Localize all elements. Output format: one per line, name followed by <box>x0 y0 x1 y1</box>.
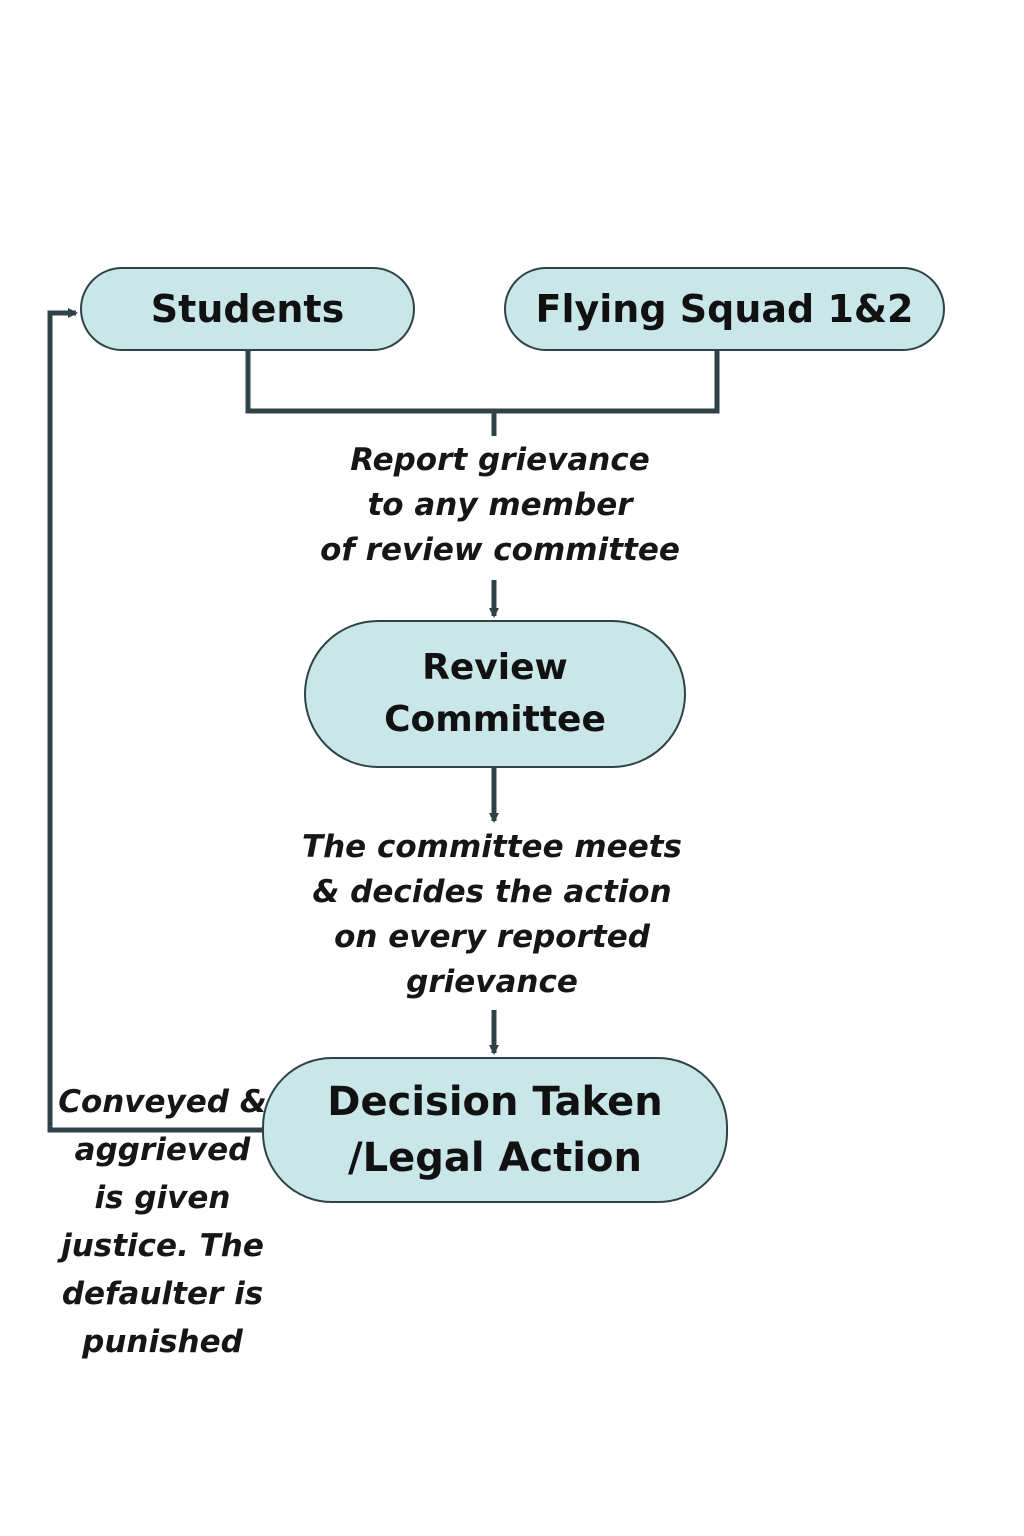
report-grievance-label: Report grievance to any member of review… <box>320 442 680 568</box>
committee-meets-label: The committee meets & decides the action… <box>301 829 683 1000</box>
flying-squad-label: Flying Squad 1&2 <box>535 287 914 331</box>
decision-label: Decision Taken /Legal Action <box>327 1079 663 1181</box>
review-committee-label: Review Committee <box>384 647 606 740</box>
feedback-loop-arrow <box>47 308 262 1133</box>
students-label: Students <box>150 287 345 331</box>
conveyed-justice-label: Conveyed & aggrieved is given justice. T… <box>58 1084 267 1360</box>
flying-squad-node: Flying Squad 1&2 <box>504 267 945 351</box>
review-committee-node: Review Committee <box>304 620 686 768</box>
decision-node: Decision Taken /Legal Action <box>262 1057 728 1203</box>
students-node: Students <box>80 267 415 351</box>
merge-connector <box>245 351 720 414</box>
